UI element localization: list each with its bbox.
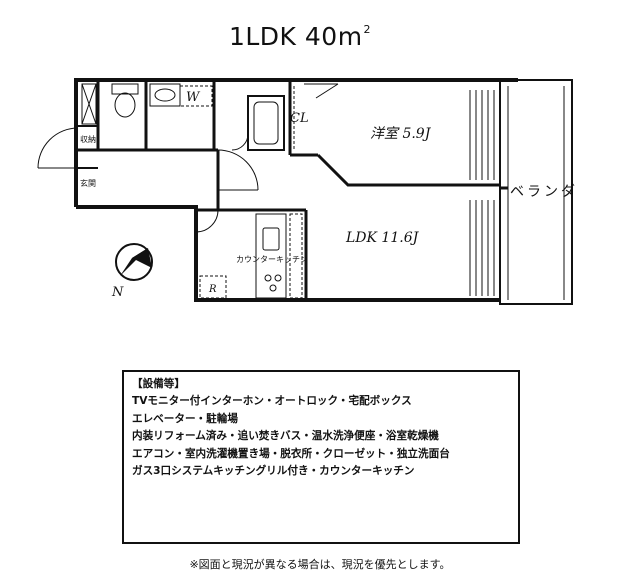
- veranda-label: ベランダ: [510, 184, 578, 200]
- outer-walls: [74, 78, 518, 302]
- storage-label: 収納: [80, 134, 96, 144]
- area-superscript: 2: [363, 23, 372, 36]
- kitchen-label: カウンターキッチン: [236, 255, 308, 264]
- layout-title: 1LDK 40m2: [0, 22, 600, 51]
- ldk-floor: [469, 200, 495, 296]
- facility-line: ガス3口システムキッチングリル付き・カウンターキッチン: [132, 465, 415, 478]
- facility-line: TVモニター付インターホン・オートロック・宅配ボックス: [132, 395, 412, 408]
- interior-walls: [76, 80, 501, 300]
- wc-label: W: [186, 90, 201, 105]
- facility-line: エレベーター・駐輪場: [132, 412, 238, 425]
- facility-line: エアコン・室内洗濯機置き場・脱衣所・クローゼット・独立洗面台: [132, 447, 450, 460]
- layout-text: 1LDK 40m: [228, 22, 363, 51]
- footnote: ※図面と現況が異なる場合は、現況を優先とします。: [189, 558, 451, 571]
- western-room-label: 洋室 5.9J: [370, 126, 432, 142]
- compass: N: [111, 243, 153, 300]
- fixtures: [37, 83, 339, 299]
- closet-label: CL: [290, 111, 309, 126]
- facility-line: 内装リフォーム済み・追い焚きバス・温水洗浄便座・浴室乾燥機: [132, 430, 439, 443]
- floor-plan: N W CL 収納 玄関 洋室 5.9J LDK 11.6J カウンターキッチン…: [37, 78, 578, 305]
- western-room-floor: [469, 90, 495, 180]
- entrance-label: 玄関: [80, 178, 96, 188]
- ldk-label: LDK 11.6J: [345, 230, 420, 246]
- facilities-box: 【設備等】 TVモニター付インターホン・オートロック・宅配ボックス エレベーター…: [122, 370, 520, 544]
- north-label: N: [111, 285, 124, 300]
- facilities-heading: 【設備等】: [132, 378, 185, 390]
- fridge-label: R: [208, 284, 217, 295]
